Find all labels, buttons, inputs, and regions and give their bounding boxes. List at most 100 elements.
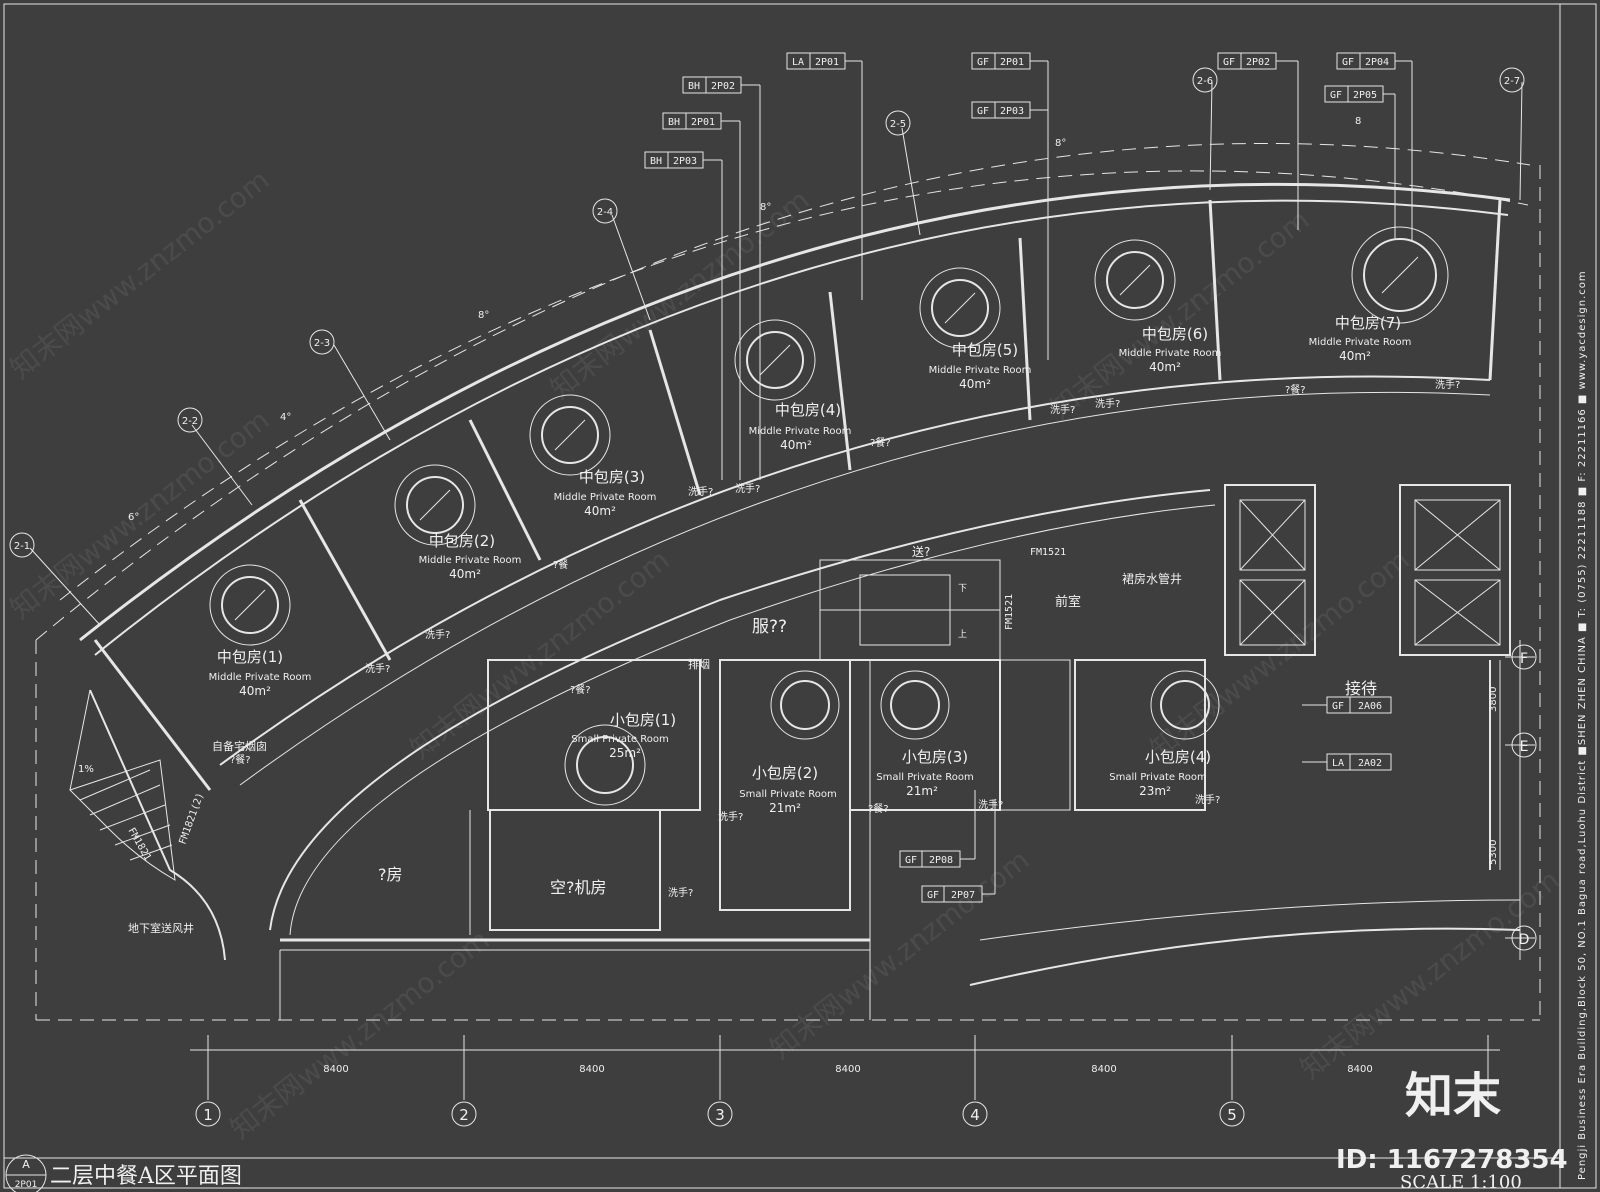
axis-label: E [1520,739,1529,755]
room-name-en: Middle Private Room [554,492,657,503]
outer-boundary [35,142,1541,1021]
axis-marker: E [1511,732,1537,758]
brand-logo: 知末 [1405,1068,1501,1124]
drawing-title: 二层中餐A区平面图 [50,1164,242,1189]
room-name: 中包房(1) [217,648,283,666]
room-name: 中包房(6) [1142,325,1208,343]
svg-text:BH: BH [668,117,680,128]
room-area: 40m² [449,567,481,581]
curve-dim: 8° [760,202,771,213]
room-area: 40m² [780,438,812,452]
round-table-icon [1094,239,1176,321]
axis-label: 5 [1227,1106,1237,1124]
washroom-label: 洗手? [365,662,390,675]
svg-text:GF: GF [927,890,939,901]
door-code: FM1521 [1030,547,1066,558]
delivery-label: 送? [912,544,930,559]
axis-label: 4 [970,1106,980,1124]
room-name-en: Middle Private Room [749,426,852,437]
room-label-plain: ?房 [378,865,403,884]
room-name: 小包房(2) [752,764,818,782]
drawing-scale: SCALE 1:100 [1400,1172,1522,1192]
dimension-label: 3800 [1488,687,1499,712]
washroom-label: 洗手? [1435,378,1460,391]
room-name-en: Middle Private Room [419,555,522,566]
room-label: 中包房(2) Middle Private Room 40m² [419,532,522,581]
washroom-label: 洗手? [668,886,693,899]
svg-text:2P01: 2P01 [815,57,839,68]
axis-marker: 2-3 [309,329,335,355]
washroom-label: 洗手? [978,798,1003,811]
axis-marker: 2-5 [885,110,911,136]
room-name: 小包房(1) [610,711,676,729]
washroom-label: 洗手? [1095,397,1120,410]
image-id: ID: 1167278354 [1336,1145,1568,1175]
room-label: 小包房(2) Small Private Room 21m² [739,764,836,815]
room-label: 中包房(3) Middle Private Room 40m² [554,468,657,518]
room-name: 小包房(4) [1145,748,1211,766]
svg-text:LA: LA [792,57,804,68]
small-room-labels: 小包房(1) Small Private Room 25m² 小包房(2) Sm… [571,711,1211,815]
svg-text:2P02: 2P02 [1246,57,1270,68]
room-label: 小包房(1) Small Private Room 25m² [571,711,676,760]
svg-text:2P03: 2P03 [673,156,697,167]
room-area: 40m² [239,684,271,698]
svg-text:2P07: 2P07 [951,890,975,901]
room-name: 中包房(4) [775,401,841,419]
round-table-icon [209,564,291,646]
room-area: 25m² [609,746,641,760]
room-label: 中包房(4) Middle Private Room 40m² [749,401,852,452]
room-name: 中包房(3) [579,468,645,486]
svg-text:GF: GF [977,57,989,68]
room-name-en: Middle Private Room [929,365,1032,376]
bottom-axis-markers: 1 2 3 4 5 [195,1101,1245,1127]
basement-vent-label: 地下室送风井 [128,921,194,935]
bottom-axis-lines [190,1035,1500,1100]
middle-room-tables [209,226,1449,646]
room-name-en: Middle Private Room [1119,348,1222,359]
dimension-label: 8400 [323,1064,348,1075]
room-name: 中包房(2) [429,532,495,550]
backup-flue-label: 自备宅烟囱 [212,739,267,753]
svg-text:2P05: 2P05 [1353,90,1377,101]
room-name: 小包房(3) [902,748,968,766]
dimension-label: 8400 [835,1064,860,1075]
room-name-en: Middle Private Room [209,672,312,683]
dimension-label: 8400 [579,1064,604,1075]
pantry-label: ?餐? [230,753,251,766]
watermark: 知末网www.znzmo.com [224,923,496,1145]
reception-label: 接待 [1345,679,1377,698]
axis-label: D [1519,932,1530,948]
shaft-label: 裙房水管井 [1122,571,1182,586]
axis-label: 2-4 [597,207,613,218]
washroom-label: 洗手? [718,810,743,823]
callout-tag: LA 2P01 [786,52,863,300]
curve-dim: 8 [1355,116,1361,127]
axis-label: 2-7 [1504,76,1520,87]
axis-marker: 2-1 [9,532,35,558]
room-area: 40m² [584,504,616,518]
svg-text:2P04: 2P04 [1365,57,1389,68]
door-code: FM1821 [125,826,153,863]
svg-text:2P03: 2P03 [1000,106,1024,117]
pantry-label: ?餐? [870,436,891,449]
svg-text:GF: GF [1332,701,1344,712]
round-table-icon [880,670,950,740]
svg-text:2A06: 2A06 [1358,701,1382,712]
washroom-label: 洗手? [688,485,713,498]
axis-marker: 2-6 [1192,67,1218,93]
washroom-label: 洗手? [735,482,760,495]
watermark: 知末网www.znzmo.com [1044,203,1316,425]
room-name: 中包房(5) [952,341,1018,359]
room-name: 中包房(7) [1335,314,1401,332]
slope-label: 1% [78,764,94,775]
stair-down-label: 下 [958,584,967,594]
